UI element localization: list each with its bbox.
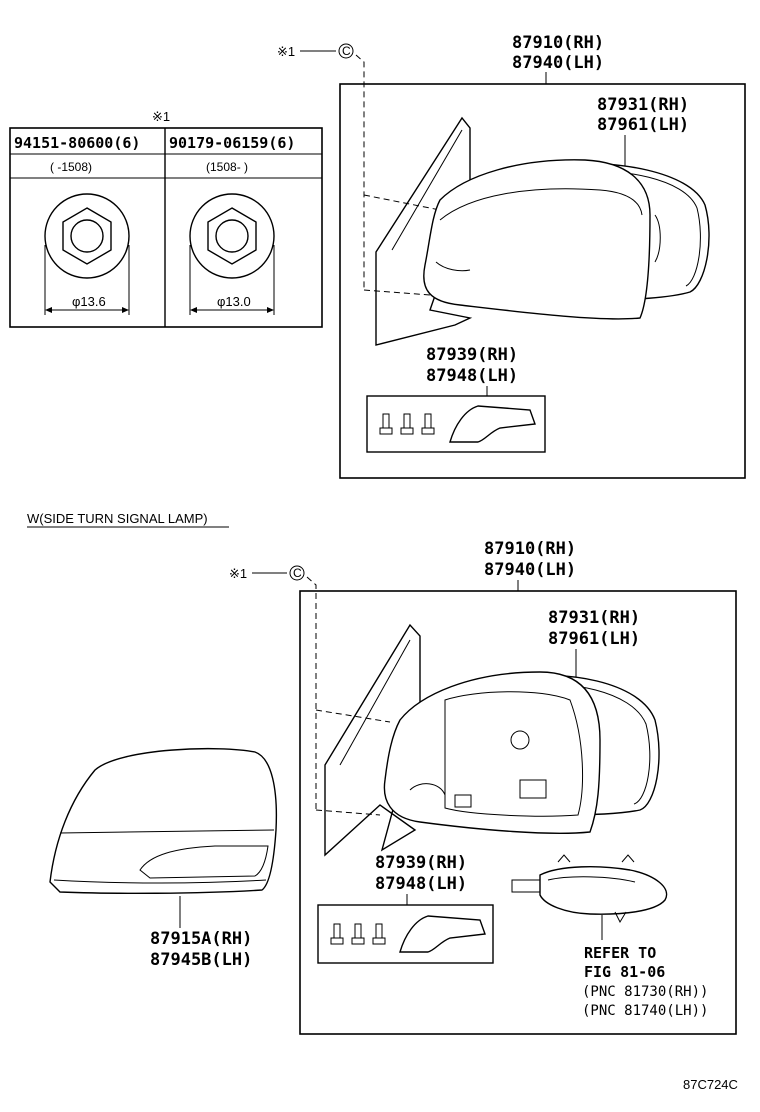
nut-table-note: ※1 — [152, 109, 170, 124]
bottom-cover-kit-box — [317, 904, 494, 964]
top-assembly-frame — [339, 83, 746, 479]
top-cover-kit-box — [366, 395, 546, 453]
flange-nut-1-icon — [44, 193, 130, 315]
bottom-cover-kit-rh: 87939(RH) — [375, 853, 467, 873]
top-mirror-cover-rh: 87931(RH) — [597, 95, 689, 115]
nut-table: ※1 94151-80600(6) 90179-06159(6) ( -1508… — [9, 109, 323, 328]
refer-line-2: FIG 81-06 — [584, 963, 665, 981]
refer-line-3: (PNC 81730(RH)) — [582, 984, 708, 1000]
nut-range-1: ( -1508) — [50, 160, 92, 174]
bottom-cover-piece-icon — [399, 915, 486, 953]
top-screws-icon — [379, 413, 435, 435]
bottom-mirror-cover-lh: 87961(LH) — [548, 629, 640, 649]
nut-part-1: 94151-80600(6) — [14, 134, 140, 152]
bottom-screws-icon — [330, 923, 386, 945]
bottom-mirror-drawing — [315, 623, 660, 857]
turn-signal-lamp-drawing — [511, 854, 668, 924]
flange-nut-2-icon — [189, 193, 275, 315]
bottom-mirror-assy-lh: 87940(LH) — [484, 560, 576, 580]
top-section: ※1 C 87910(RH) 87940(LH) 87931(RH) 87961… — [277, 33, 746, 479]
bottom-callout-c: C — [293, 566, 302, 580]
bottom-assembly-frame — [299, 590, 737, 1035]
bottom-nut-c-icon — [289, 565, 305, 581]
top-mirror-assy-lh: 87940(LH) — [512, 53, 604, 73]
bottom-mirror-assy-rh: 87910(RH) — [484, 539, 576, 559]
top-cover-piece-icon — [449, 405, 536, 443]
top-note-ref: ※1 — [277, 44, 295, 59]
outer-cover-rh: 87915A(RH) — [150, 929, 252, 949]
outer-cover-lh: 87945B(LH) — [150, 950, 252, 970]
bottom-mirror-cover-rh: 87931(RH) — [548, 608, 640, 628]
refer-line-4: (PNC 81740(LH)) — [582, 1003, 708, 1019]
top-cover-kit-rh: 87939(RH) — [426, 345, 518, 365]
section-title: W(SIDE TURN SIGNAL LAMP) — [27, 511, 208, 526]
top-mirror-cover-lh: 87961(LH) — [597, 115, 689, 135]
nut-range-2: (1508- ) — [206, 160, 248, 174]
top-mirror-drawing — [363, 116, 710, 346]
nut-part-2: 90179-06159(6) — [169, 134, 295, 152]
top-cover-kit-lh: 87948(LH) — [426, 366, 518, 386]
bottom-cover-kit-lh: 87948(LH) — [375, 874, 467, 894]
nut-dim-2: φ13.0 — [217, 294, 251, 309]
top-nut-c-icon — [338, 43, 354, 59]
turn-signal-cover-drawing — [49, 747, 278, 895]
bottom-note-ref: ※1 — [229, 566, 247, 581]
refer-line-1: REFER TO — [584, 944, 656, 962]
top-callout-c: C — [342, 44, 351, 58]
figure-code: 87C724C — [683, 1077, 738, 1092]
top-mirror-assy-rh: 87910(RH) — [512, 33, 604, 53]
nut-dim-1: φ13.6 — [72, 294, 106, 309]
bottom-section: W(SIDE TURN SIGNAL LAMP) ※1 C 87910(RH) … — [27, 511, 737, 1035]
